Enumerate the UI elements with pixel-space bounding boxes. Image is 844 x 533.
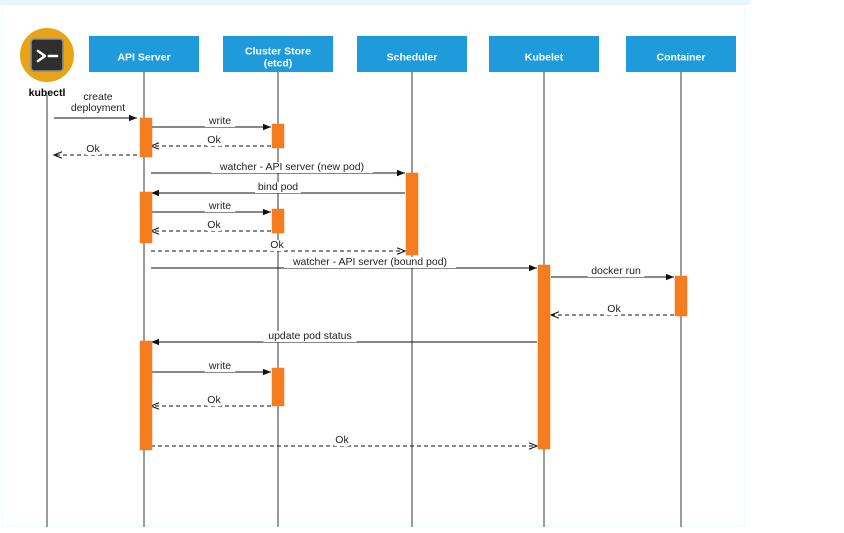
- activation-bar-api-server: [139, 340, 153, 451]
- message-m9: Ok: [151, 239, 405, 251]
- message-m15: Ok: [151, 394, 271, 406]
- message-label: Ok: [207, 134, 221, 146]
- lane-header-kubelet[interactable]: Kubelet: [489, 36, 599, 72]
- lane-box-kubelet: [489, 36, 599, 72]
- message-label: bind pod: [258, 181, 298, 193]
- message-m5: watcher - API server (new pod): [151, 161, 405, 177]
- message-m13: update pod status: [151, 330, 537, 346]
- top-accent-strip: [0, 0, 750, 5]
- message-label-bg: [204, 116, 236, 127]
- lane-box-cluster-store: [223, 36, 333, 72]
- lane-header-container[interactable]: Container: [626, 36, 736, 72]
- lane-label-cluster-store: Cluster Store: [245, 45, 311, 57]
- message-label-bg: [204, 361, 236, 372]
- message-m2: write: [151, 115, 271, 131]
- message-label: Ok: [207, 394, 221, 406]
- lane-box-scheduler: [357, 36, 467, 72]
- lane-box-api-server: [89, 36, 199, 72]
- actor-label-kubectl: kubectl: [29, 87, 66, 99]
- message-label-bg: [69, 103, 127, 114]
- activation-bar-api-server: [139, 191, 153, 244]
- message-label-bg: [606, 304, 622, 315]
- activations-group: [139, 117, 688, 451]
- lane-label-api-server: API Server: [117, 51, 170, 63]
- activation-bar-container: [674, 275, 688, 317]
- message-label-bg: [334, 435, 350, 446]
- message-label: create: [83, 91, 112, 103]
- message-m7: write: [151, 200, 271, 216]
- lane-header-cluster-store[interactable]: Cluster Store(etcd): [223, 36, 333, 72]
- message-m8: Ok: [151, 219, 271, 231]
- lane-label-kubelet: Kubelet: [525, 51, 564, 63]
- actor-icons-group: kubectl: [20, 28, 74, 99]
- message-label: Ok: [607, 303, 621, 315]
- terminal-window-icon: [30, 38, 64, 72]
- lane-box-container: [626, 36, 736, 72]
- message-label: Ok: [207, 219, 221, 231]
- message-m11: docker run: [551, 265, 674, 281]
- lane-label-container: Container: [656, 51, 705, 63]
- activation-bar-cluster-store: [271, 208, 285, 234]
- message-m12: Ok: [551, 303, 674, 315]
- message-label-bg: [85, 144, 101, 155]
- message-label-bg: [211, 162, 373, 173]
- message-m14: write: [151, 360, 271, 376]
- message-label: watcher - API server (bound pod): [292, 256, 447, 268]
- message-label: Ok: [86, 143, 100, 155]
- message-m4: Ok: [54, 143, 137, 155]
- activation-bar-api-server: [139, 117, 153, 158]
- message-label-bg: [284, 257, 456, 268]
- message-label: update pod status: [268, 330, 351, 342]
- message-m6: bind pod: [151, 181, 405, 197]
- lane-header-api-server[interactable]: API Server: [89, 36, 199, 72]
- message-m16: Ok: [151, 434, 537, 446]
- message-label-bg: [206, 220, 222, 231]
- lane-label-scheduler: Scheduler: [387, 51, 438, 63]
- message-label-bg: [206, 135, 222, 146]
- message-m10: watcher - API server (bound pod): [151, 256, 537, 272]
- lane-header-scheduler[interactable]: Scheduler: [357, 36, 467, 72]
- activation-bar-cluster-store: [271, 367, 285, 407]
- message-label: docker run: [591, 265, 641, 277]
- message-m3: Ok: [151, 134, 271, 146]
- message-label-bg: [587, 266, 645, 277]
- actor-kubectl[interactable]: kubectl: [20, 28, 74, 99]
- activation-bar-cluster-store: [271, 123, 285, 149]
- lane-headers-group: API Server Cluster Store(etcd) Scheduler Ku…: [89, 36, 736, 72]
- activation-bar-kubelet: [537, 264, 551, 450]
- message-label-bg: [263, 331, 357, 342]
- prompt-chevron-icon: [36, 49, 47, 63]
- lane-label-cluster-store: (etcd): [264, 57, 293, 69]
- message-label: watcher - API server (new pod): [219, 161, 364, 173]
- message-label: Ok: [270, 239, 284, 251]
- message-label-bg: [206, 395, 222, 406]
- message-label: deployment: [71, 102, 125, 114]
- message-label-bg: [269, 240, 285, 251]
- message-label-bg: [255, 182, 301, 193]
- message-label: write: [208, 200, 231, 212]
- activation-bar-scheduler: [405, 172, 419, 256]
- message-label: Ok: [335, 434, 349, 446]
- message-label: write: [208, 360, 231, 372]
- message-label: write: [208, 115, 231, 127]
- message-label-bg: [80, 92, 116, 103]
- message-label-bg: [204, 201, 236, 212]
